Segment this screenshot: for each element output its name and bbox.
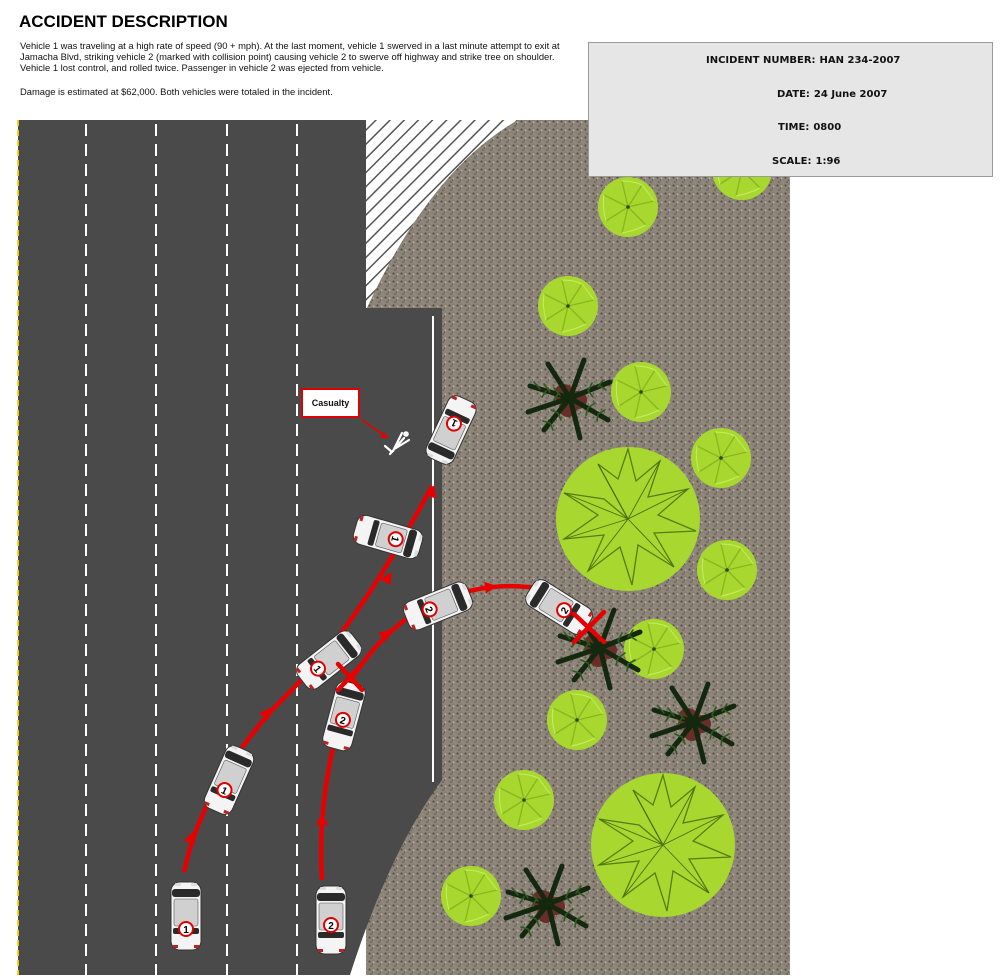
time-label: TIME:	[778, 122, 810, 133]
vehicle-1-path	[181, 484, 434, 873]
vehicle-1: 1	[350, 512, 426, 562]
svg-text:2: 2	[338, 715, 347, 727]
svg-text:2: 2	[328, 921, 334, 932]
svg-text:1: 1	[449, 416, 459, 429]
vehicle-2: 2	[320, 678, 368, 754]
svg-text:2: 2	[559, 605, 572, 616]
vehicle-1: 1	[200, 742, 258, 818]
casualty-callout: Casualty	[301, 388, 360, 418]
date-row: DATE:24 June 2007	[777, 89, 887, 100]
time-row: TIME:0800	[778, 122, 841, 133]
lane-lines	[85, 124, 298, 975]
gore-area-hatching	[366, 120, 518, 310]
scale-value: 1:96	[815, 156, 841, 167]
tree-impact-marker	[571, 609, 607, 645]
vehicle-2: 2	[400, 578, 476, 634]
large-tree	[555, 446, 701, 592]
svg-text:1: 1	[388, 535, 400, 544]
svg-text:1: 1	[183, 925, 189, 936]
collision-point-marker	[335, 661, 365, 693]
description-paragraph-2: Damage is estimated at $62,000. Both veh…	[20, 85, 333, 97]
description-paragraph-1: Vehicle 1 was traveling at a high rate o…	[20, 40, 560, 74]
time-value: 0800	[813, 122, 842, 133]
highway-road	[18, 120, 442, 975]
vehicle-1: 1	[422, 392, 480, 468]
date-label: DATE:	[777, 89, 810, 100]
accident-description: Vehicle 1 was traveling at a high rate o…	[20, 40, 580, 109]
large-tree	[590, 772, 736, 918]
svg-text:1: 1	[219, 785, 229, 797]
incident-number-row: INCIDENT NUMBER:HAN 234-2007	[706, 55, 900, 66]
scale-row: SCALE:1:96	[772, 156, 840, 167]
svg-text:1: 1	[311, 664, 323, 676]
page-title: ACCIDENT DESCRIPTION	[19, 12, 228, 31]
vehicle-1: 1	[292, 626, 366, 694]
date-value: 24 June 2007	[813, 89, 888, 100]
casualty-marker	[361, 419, 411, 456]
casualty-label: Casualty	[311, 398, 350, 408]
vehicle-2: 2	[315, 885, 347, 955]
vehicle-1: 1	[170, 881, 202, 951]
incident-number-label: INCIDENT NUMBER:	[706, 55, 816, 66]
vehicle-2: 2	[521, 575, 597, 639]
incident-number-value: HAN 234-2007	[819, 55, 901, 66]
direction-arrow	[183, 485, 497, 845]
incident-info-panel: INCIDENT NUMBER:HAN 234-2007 DATE:24 Jun…	[588, 42, 993, 177]
svg-text:2: 2	[422, 605, 434, 615]
scale-label: SCALE:	[772, 156, 812, 167]
